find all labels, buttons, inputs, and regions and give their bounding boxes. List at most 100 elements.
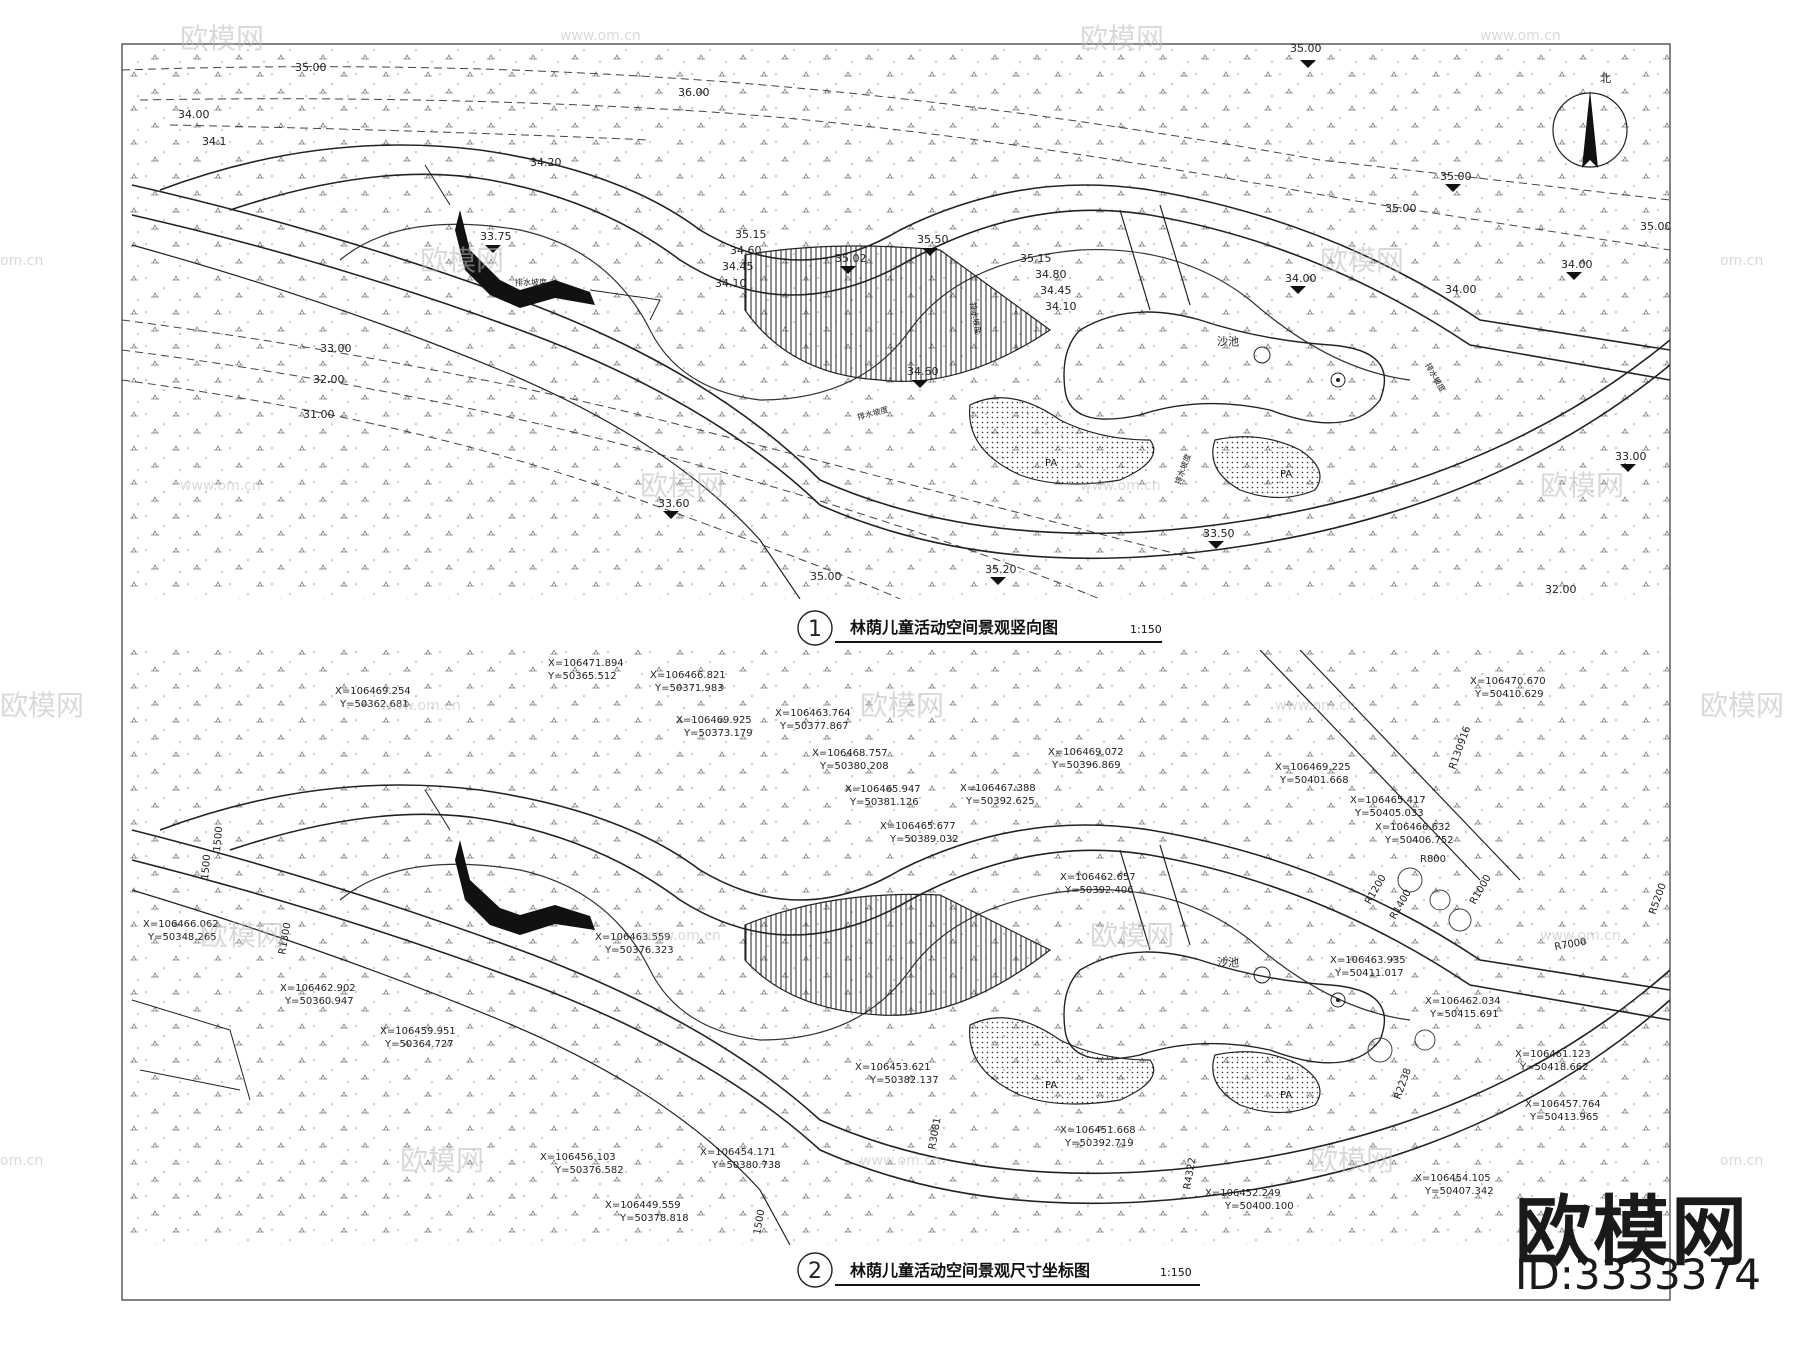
- elevation-marker: 33.75: [480, 230, 512, 253]
- svg-text:1: 1: [808, 617, 822, 642]
- pa-label-1b: PA: [1280, 469, 1292, 480]
- elevation-marker: 34.00: [1561, 258, 1593, 280]
- svg-text:35.02: 35.02: [835, 252, 867, 265]
- coord-y: Y=50380.738: [711, 1160, 781, 1171]
- contour-label: 32.00: [313, 373, 345, 386]
- watermark-url: www.om.cn: [1080, 478, 1161, 494]
- watermark-text: 欧模网: [860, 689, 944, 722]
- north-arrow: 北: [1552, 72, 1628, 168]
- watermark-url: om.cn: [0, 253, 43, 269]
- elevation-marker: 33.50: [1203, 527, 1235, 549]
- coord-x: X=106467.388: [960, 783, 1036, 794]
- svg-text:35.50: 35.50: [917, 233, 949, 246]
- coord-y: Y=50401.668: [1279, 775, 1349, 786]
- svg-text:33.50: 33.50: [1203, 527, 1235, 540]
- svg-text:35.00: 35.00: [810, 570, 842, 583]
- coord-y: Y=50378.818: [619, 1213, 689, 1224]
- coord-x: X=106461.123: [1515, 1049, 1591, 1060]
- coord-x: X=106465.677: [880, 821, 956, 832]
- svg-text:1:150: 1:150: [1160, 1266, 1192, 1279]
- elevation-marker: 35.00: [1440, 170, 1472, 192]
- watermark-url: om.cn: [1720, 253, 1763, 269]
- watermark-text: 欧模网: [640, 469, 724, 502]
- svg-text:34.00: 34.00: [1445, 283, 1477, 296]
- coord-y: Y=50360.947: [284, 996, 354, 1007]
- coord-y: Y=50392.625: [965, 796, 1035, 807]
- coord-x: X=106466.821: [650, 670, 726, 681]
- coord-y: Y=50392.719: [1064, 1138, 1134, 1149]
- watermark-text: 欧模网: [180, 22, 264, 55]
- svg-text:2: 2: [808, 1259, 822, 1284]
- elevation-marker: 33.60: [658, 497, 690, 519]
- contour-label: 35.00: [1640, 220, 1672, 233]
- coord-x: X=106459.951: [380, 1026, 456, 1037]
- contour-label: 34.80: [1035, 268, 1067, 281]
- elevation-marker: 35.50: [917, 233, 949, 256]
- coord-y: Y=50415.691: [1429, 1009, 1499, 1020]
- coord-y: Y=50418.662: [1519, 1062, 1589, 1073]
- watermark-text: 欧模网: [200, 919, 284, 952]
- watermark-url: www.om.cn: [180, 478, 261, 494]
- coord-x: X=106449.559: [605, 1200, 681, 1211]
- coord-x: X=106463.559: [595, 932, 671, 943]
- watermark-url: www.om.cn: [380, 698, 461, 714]
- watermark-url: www.om.cn: [1275, 698, 1356, 714]
- elevation-marker: 35.20: [985, 563, 1017, 585]
- coord-y: Y=50373.179: [683, 728, 753, 739]
- coord-x: X=106462.034: [1425, 996, 1501, 1007]
- coord-y: Y=50377.867: [779, 721, 849, 732]
- coord-x: X=106466.632: [1375, 822, 1451, 833]
- plan-2-coordinates: 沙池 PA PA X=106471.894 Y=50365.512 X=1064…: [122, 650, 1670, 1245]
- elevation-marker: 35.00: [810, 570, 842, 583]
- elevation-marker: 35.00: [1290, 44, 1322, 68]
- coord-x: X=106463.935: [1330, 955, 1406, 966]
- svg-text:33.75: 33.75: [480, 230, 512, 243]
- watermark-logo: 欧模网: [1515, 1187, 1749, 1276]
- watermark-text: 欧模网: [420, 244, 504, 277]
- svg-text:1:150: 1:150: [1130, 623, 1162, 636]
- drawing-2-title: 2 林荫儿童活动空间景观尺寸坐标图 1:150: [797, 1252, 1200, 1288]
- sandpit-label-1: 沙池: [1217, 335, 1239, 348]
- plan-1-vertical: 沙池 PA PA 北 35.00 34.00 34.1 36.00 35.00 …: [122, 44, 1672, 599]
- coord-x: X=106471.894: [548, 658, 624, 669]
- svg-text:34.00: 34.00: [1285, 272, 1317, 285]
- contour-label: 34.45: [1040, 284, 1072, 297]
- radius-label: 1500: [212, 826, 225, 852]
- svg-text:林荫儿童活动空间景观尺寸坐标图: 林荫儿童活动空间景观尺寸坐标图: [850, 1261, 1090, 1280]
- contour-label: 34.00: [178, 108, 210, 121]
- elevation-marker: 34.00: [1285, 272, 1317, 294]
- coord-y: Y=50365.512: [547, 671, 617, 682]
- pa-label-2a: PA: [1045, 1080, 1057, 1091]
- coord-y: Y=50380.208: [819, 761, 889, 772]
- svg-text:34.60: 34.60: [907, 365, 939, 378]
- contour-label: 34.10: [715, 277, 747, 290]
- north-label: 北: [1600, 72, 1611, 85]
- coord-x: X=106468.757: [812, 748, 888, 759]
- coord-x: X=106465.947: [845, 784, 921, 795]
- svg-text:34.00: 34.00: [1561, 258, 1593, 271]
- coord-y: Y=50410.629: [1474, 689, 1544, 700]
- contour-label: 36.00: [678, 86, 710, 99]
- coord-x: X=106454.105: [1415, 1173, 1491, 1184]
- coord-y: Y=50396.869: [1051, 760, 1121, 771]
- watermark-url: www.om.cn: [640, 928, 721, 944]
- coord-x: X=106463.764: [775, 708, 851, 719]
- elevation-marker: 32.00: [1545, 583, 1577, 596]
- coord-x: X=106469.254: [335, 686, 411, 697]
- elevation-marker: 34.00: [1445, 283, 1477, 296]
- coord-x: X=106470.670: [1470, 676, 1546, 687]
- elevation-marker: 35.02: [835, 252, 867, 274]
- watermark-text: 欧模网: [1090, 919, 1174, 952]
- watermark-text: 欧模网: [1080, 22, 1164, 55]
- coord-x: X=106454.171: [700, 1147, 776, 1158]
- watermark-text: 欧模网: [1310, 1144, 1394, 1177]
- coord-y: Y=50376.323: [604, 945, 674, 956]
- contour-label: 35.15: [1020, 252, 1052, 265]
- coord-y: Y=50362.681: [339, 699, 409, 710]
- coord-y: Y=50371.983: [654, 683, 724, 694]
- coord-x: X=106466.062: [143, 919, 219, 930]
- coord-y: Y=50407.342: [1424, 1186, 1494, 1197]
- elevation-marker: 34.60: [907, 365, 939, 388]
- contour-label: 35.00: [1385, 202, 1417, 215]
- svg-text:33.60: 33.60: [658, 497, 690, 510]
